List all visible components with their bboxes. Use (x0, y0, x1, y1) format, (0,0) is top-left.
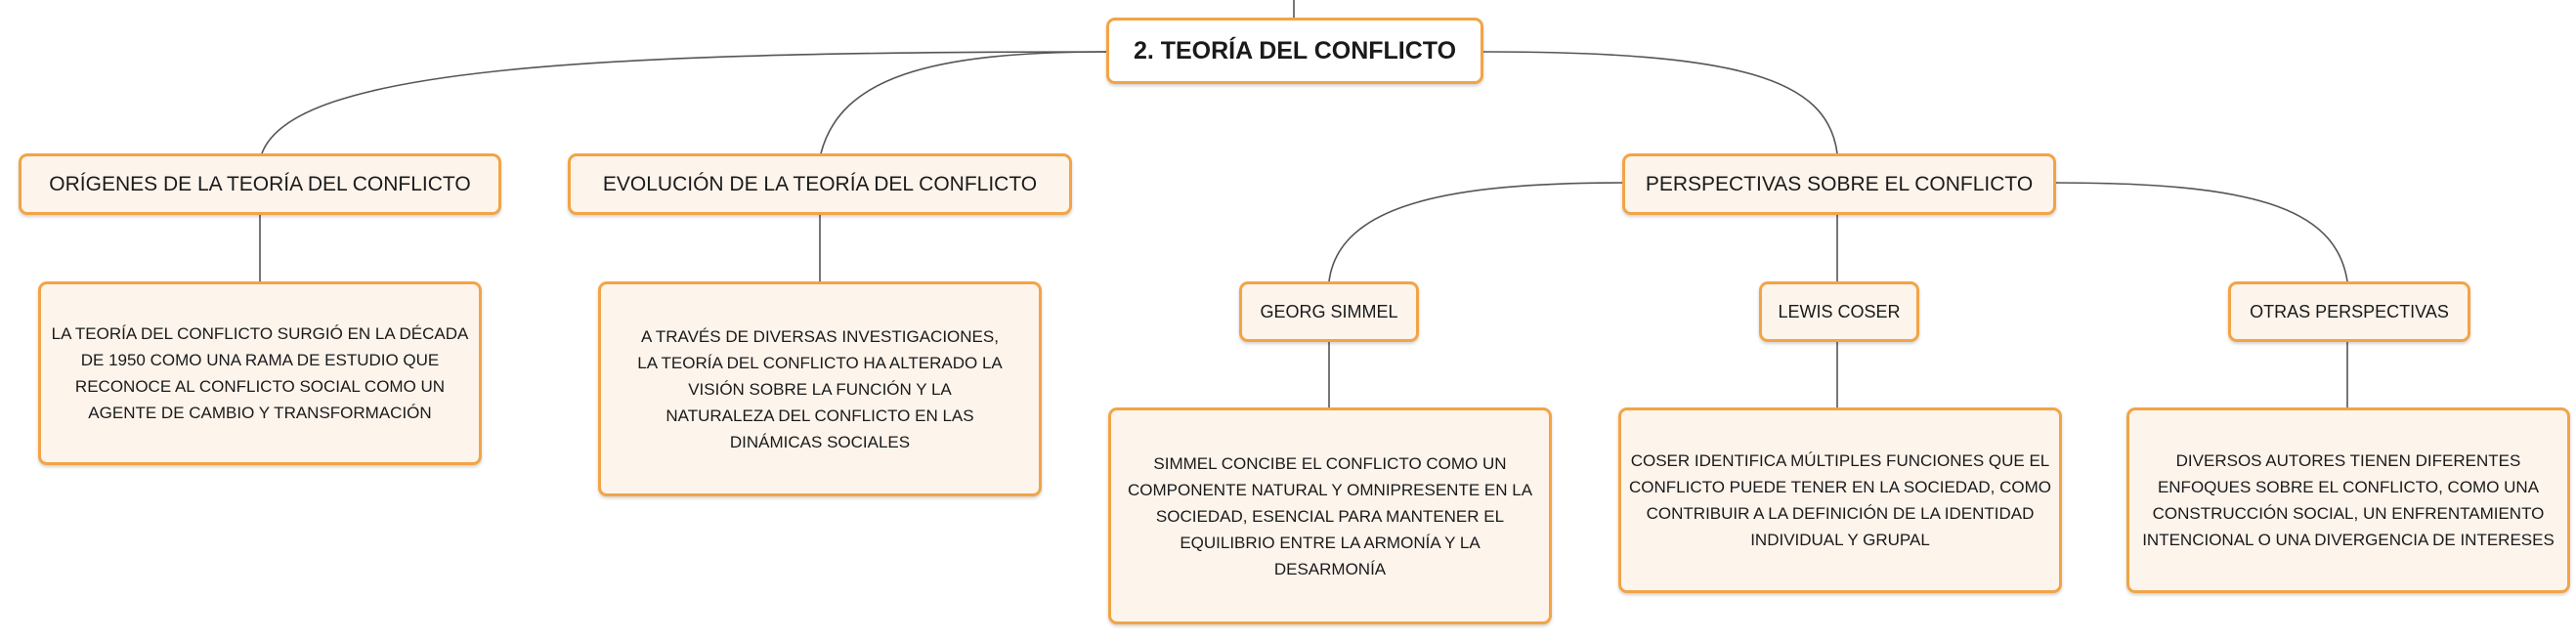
connector-root-evolucion (820, 51, 1107, 154)
connector-perspectivas-simmel (1328, 182, 1623, 282)
connector-root-perspectivas (1481, 51, 1838, 154)
note-coser-text: COSER IDENTIFICA MÚLTIPLES FUNCIONES QUE… (1629, 451, 2052, 549)
sub-simmel-label: GEORG SIMMEL (1260, 301, 1398, 321)
sub-coser-label: LEWIS COSER (1778, 301, 1901, 321)
note-evolucion[interactable]: A TRAVÉS DE DIVERSAS INVESTIGACIONES, LA… (598, 281, 1042, 496)
branch-evolucion[interactable]: EVOLUCIÓN DE LA TEORÍA DEL CONFLICTO (568, 153, 1072, 215)
connector-perspectivas-otras (2053, 182, 2348, 282)
branch-perspectivas-label: PERSPECTIVAS SOBRE EL CONFLICTO (1645, 172, 2034, 195)
note-evolucion-text: A TRAVÉS DE DIVERSAS INVESTIGACIONES, LA… (637, 326, 1003, 451)
note-origenes[interactable]: LA TEORÍA DEL CONFLICTO SURGIÓ EN LA DÉC… (38, 281, 482, 465)
note-simmel[interactable]: SIMMEL CONCIBE EL CONFLICTO COMO UN COMP… (1108, 407, 1552, 624)
branch-evolucion-label: EVOLUCIÓN DE LA TEORÍA DEL CONFLICTO (602, 172, 1038, 195)
branch-origenes-label: ORÍGENES DE LA TEORÍA DEL CONFLICTO (49, 172, 471, 195)
sub-coser[interactable]: LEWIS COSER (1759, 281, 1919, 342)
sub-simmel[interactable]: GEORG SIMMEL (1239, 281, 1419, 342)
root-node[interactable]: 2. TEORÍA DEL CONFLICTO (1106, 18, 1483, 84)
note-simmel-text: SIMMEL CONCIBE EL CONFLICTO COMO UN COMP… (1127, 453, 1533, 578)
note-otras-text: DIVERSOS AUTORES TIENEN DIFERENTES ENFOQ… (2142, 451, 2555, 549)
connector-root-origenes (261, 51, 1107, 154)
branch-perspectivas[interactable]: PERSPECTIVAS SOBRE EL CONFLICTO (1622, 153, 2056, 215)
sub-otras-label: OTRAS PERSPECTIVAS (2250, 301, 2449, 321)
note-coser[interactable]: COSER IDENTIFICA MÚLTIPLES FUNCIONES QUE… (1618, 407, 2062, 593)
branch-origenes[interactable]: ORÍGENES DE LA TEORÍA DEL CONFLICTO (19, 153, 501, 215)
root-label: 2. TEORÍA DEL CONFLICTO (1133, 36, 1457, 64)
note-origenes-text: LA TEORÍA DEL CONFLICTO SURGIÓ EN LA DÉC… (51, 324, 469, 422)
sub-otras[interactable]: OTRAS PERSPECTIVAS (2228, 281, 2470, 342)
note-otras[interactable]: DIVERSOS AUTORES TIENEN DIFERENTES ENFOQ… (2126, 407, 2570, 593)
